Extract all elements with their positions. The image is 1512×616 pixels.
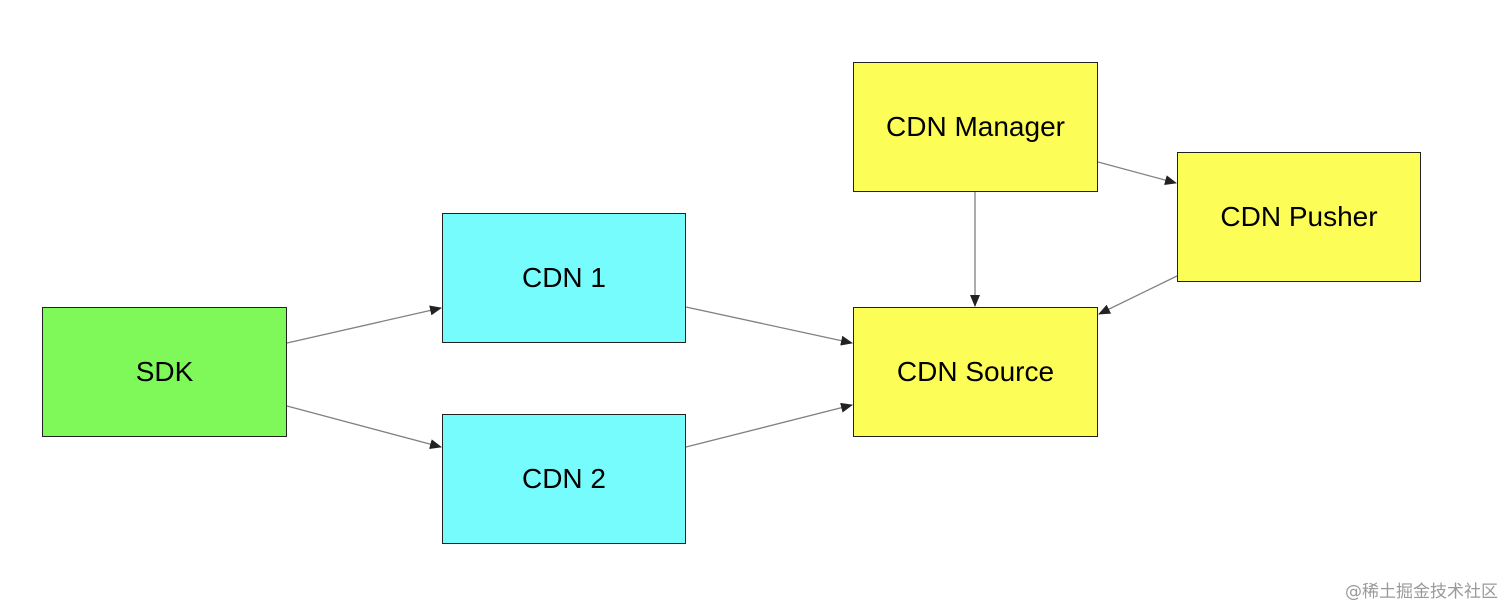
node-cdn-2-label: CDN 2 bbox=[521, 463, 606, 494]
watermark-text: @稀土掘金技术社区 bbox=[1345, 582, 1498, 602]
node-cdn-1-label: CDN 1 bbox=[521, 262, 606, 293]
edge-cdn1-to-source bbox=[685, 306, 853, 346]
node-cdn-source-label: CDN Source bbox=[896, 356, 1055, 387]
node-cdn-manager: CDN Manager bbox=[853, 62, 1098, 192]
node-sdk: SDK bbox=[42, 307, 287, 437]
node-cdn-pusher-label: CDN Pusher bbox=[1220, 201, 1378, 232]
node-cdn-pusher: CDN Pusher bbox=[1177, 152, 1421, 282]
edge-sdk-to-cdn2 bbox=[286, 405, 442, 450]
node-cdn-1: CDN 1 bbox=[442, 213, 686, 343]
node-sdk-label: SDK bbox=[135, 356, 194, 387]
node-cdn-source: CDN Source bbox=[853, 307, 1098, 437]
edge-cdn2-to-source bbox=[685, 402, 853, 448]
node-cdn-manager-label: CDN Manager bbox=[886, 111, 1065, 142]
edge-manager-to-pusher bbox=[1097, 161, 1177, 185]
edge-pusher-to-source bbox=[1098, 275, 1178, 315]
node-cdn-2: CDN 2 bbox=[442, 414, 686, 544]
edge-sdk-to-cdn1 bbox=[286, 305, 442, 344]
